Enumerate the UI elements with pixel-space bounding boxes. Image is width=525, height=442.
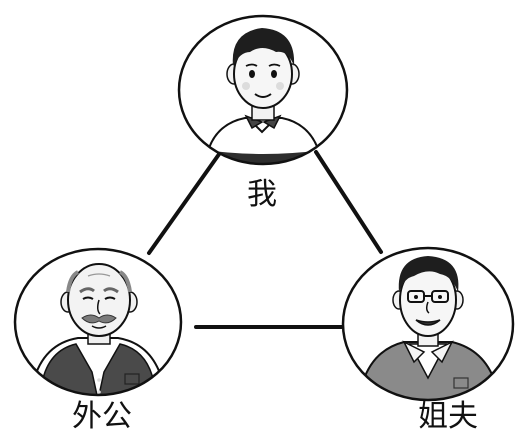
portrait-me (177, 14, 349, 166)
label-me: 我 (247, 177, 277, 212)
connector-me-grandpa (147, 148, 224, 255)
connector-lines (147, 148, 383, 329)
portrait-grandpa (13, 247, 183, 397)
portrait-brother-in-law (341, 246, 515, 402)
label-grandpa: 外公 (72, 399, 132, 434)
label-brother-in-law: 姐夫 (418, 399, 478, 434)
connector-me-brother (314, 150, 383, 254)
